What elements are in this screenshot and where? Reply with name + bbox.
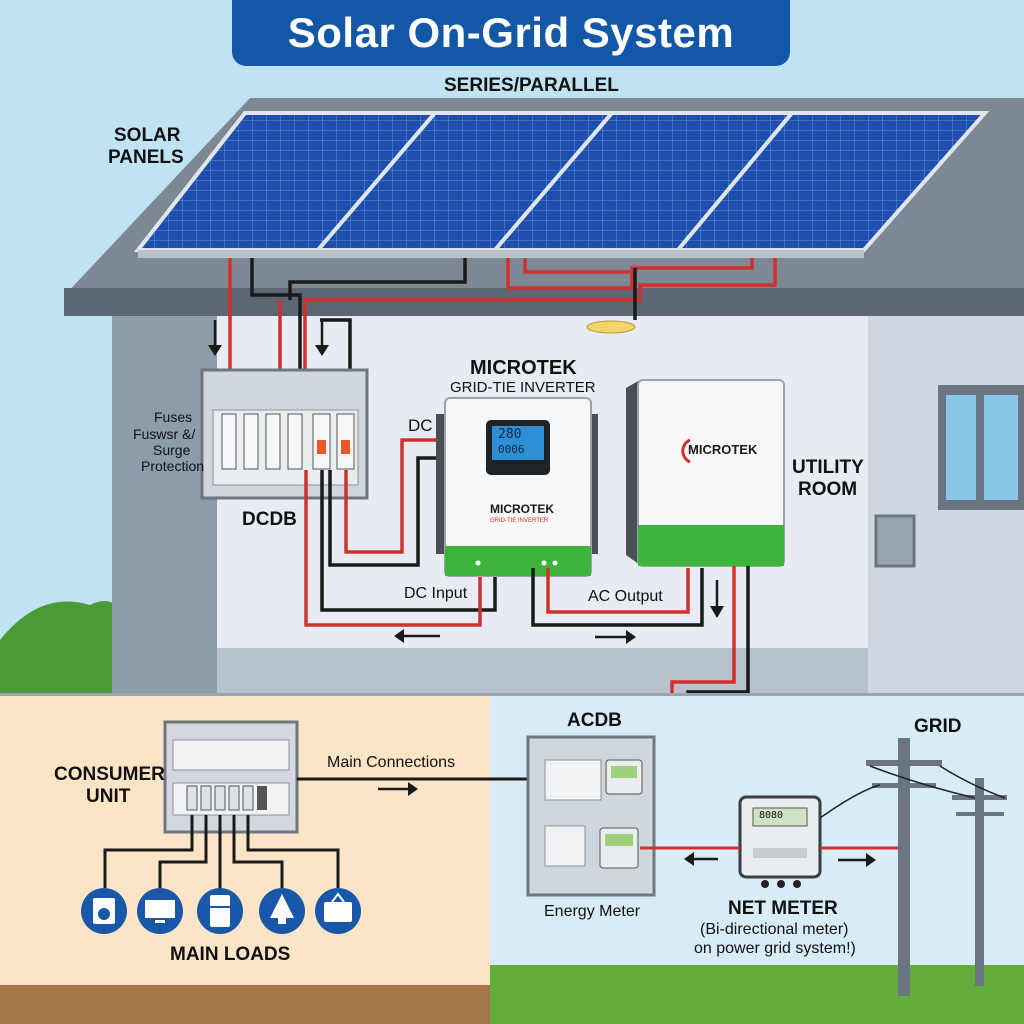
main-connections-label: Main Connections — [327, 754, 456, 771]
inverter-brand-label: MICROTEK — [470, 357, 577, 379]
roof-eave — [64, 288, 1024, 316]
house-floor — [217, 648, 868, 695]
inverter-type-label: GRID-TIE INVERTER — [450, 379, 596, 396]
floor-divider — [0, 693, 1024, 696]
inverter-logo-sub: GRID-TIE INVERTER — [490, 518, 549, 524]
arrow-right-1-head — [626, 630, 636, 644]
title-banner: Solar On-Grid System — [232, 0, 790, 66]
dc-label: DC — [408, 416, 433, 435]
solar-panels-label-1: SOLAR — [114, 125, 181, 146]
arrow-down-3-head — [710, 606, 724, 618]
acdb-box — [526, 735, 656, 897]
inverter-logo: MICROTEK — [490, 502, 554, 516]
fuses-label-3: Surge — [153, 442, 191, 458]
load-icons — [81, 888, 361, 934]
washing-machine-icon — [81, 888, 127, 934]
net-meter-desc-1: (Bi-directional meter) — [700, 921, 849, 938]
ceiling-light — [586, 320, 636, 334]
grid-label: GRID — [914, 716, 962, 737]
series-parallel-label: SERIES/PARALLEL — [444, 75, 619, 96]
arrow-down-1-head — [208, 345, 222, 356]
net-meter-desc-2: on power grid system!) — [694, 940, 856, 957]
wall-vent — [874, 514, 916, 568]
dc-wires — [304, 438, 497, 627]
utility-room-label-2: ROOM — [798, 479, 858, 500]
fuses-label-2: Fuswsr &/ — [133, 426, 196, 442]
inverter-display-line-1: 280 — [498, 427, 522, 442]
house-side-wall — [112, 315, 217, 695]
bush-left — [0, 601, 120, 700]
solar-panels-label-2: PANELS — [108, 147, 184, 168]
main-loads-label: MAIN LOADS — [170, 944, 291, 965]
dc-input-label: DC Input — [404, 585, 468, 602]
tv-icon — [137, 888, 183, 934]
fuses-label-4: Protection — [141, 458, 205, 474]
utility-room-label-1: UTILITY — [792, 457, 864, 478]
net-meter-label: NET METER — [728, 898, 838, 919]
window-pane-left — [946, 395, 976, 500]
dc-string-wires — [228, 258, 777, 420]
utility-unit-logo: MICROTEK — [688, 442, 758, 457]
arrow-down-2-head — [315, 345, 329, 356]
consumer-unit-label-1: CONSUMER — [54, 764, 165, 785]
arrow-right-2-head — [408, 782, 418, 796]
floor-strip — [0, 985, 490, 1024]
ac-output-label: AC Output — [588, 588, 663, 605]
load-wires — [103, 815, 340, 888]
panel-rail — [138, 250, 864, 258]
net-meter-device — [738, 795, 822, 888]
grid-tie-inverter — [436, 397, 598, 577]
energy-meter-label: Energy Meter — [544, 903, 641, 920]
arrow-left-1-head — [394, 629, 404, 643]
consumer-unit-label-2: UNIT — [86, 786, 131, 807]
fridge-icon — [197, 888, 243, 934]
arrow-right-3-head — [866, 853, 876, 867]
solar-panels — [133, 111, 990, 258]
grass — [490, 965, 1024, 1024]
retro-tv-icon — [315, 888, 361, 934]
utility-unit — [626, 379, 785, 567]
arrow-left-2-head — [684, 852, 694, 866]
fuses-label-1: Fuses — [154, 409, 193, 425]
dcdb-label: DCDB — [242, 509, 297, 530]
window-pane-right — [984, 395, 1018, 500]
lamp-icon — [259, 888, 305, 934]
utility-poles — [819, 738, 1007, 996]
inverter-display-line-2: 0006 — [498, 443, 525, 456]
acdb-label: ACDB — [567, 710, 622, 731]
page-title: Solar On-Grid System — [287, 9, 735, 56]
net-meter-display: 8080 — [759, 810, 784, 821]
consumer-unit-box — [163, 720, 299, 834]
dcdb-box — [200, 368, 369, 500]
